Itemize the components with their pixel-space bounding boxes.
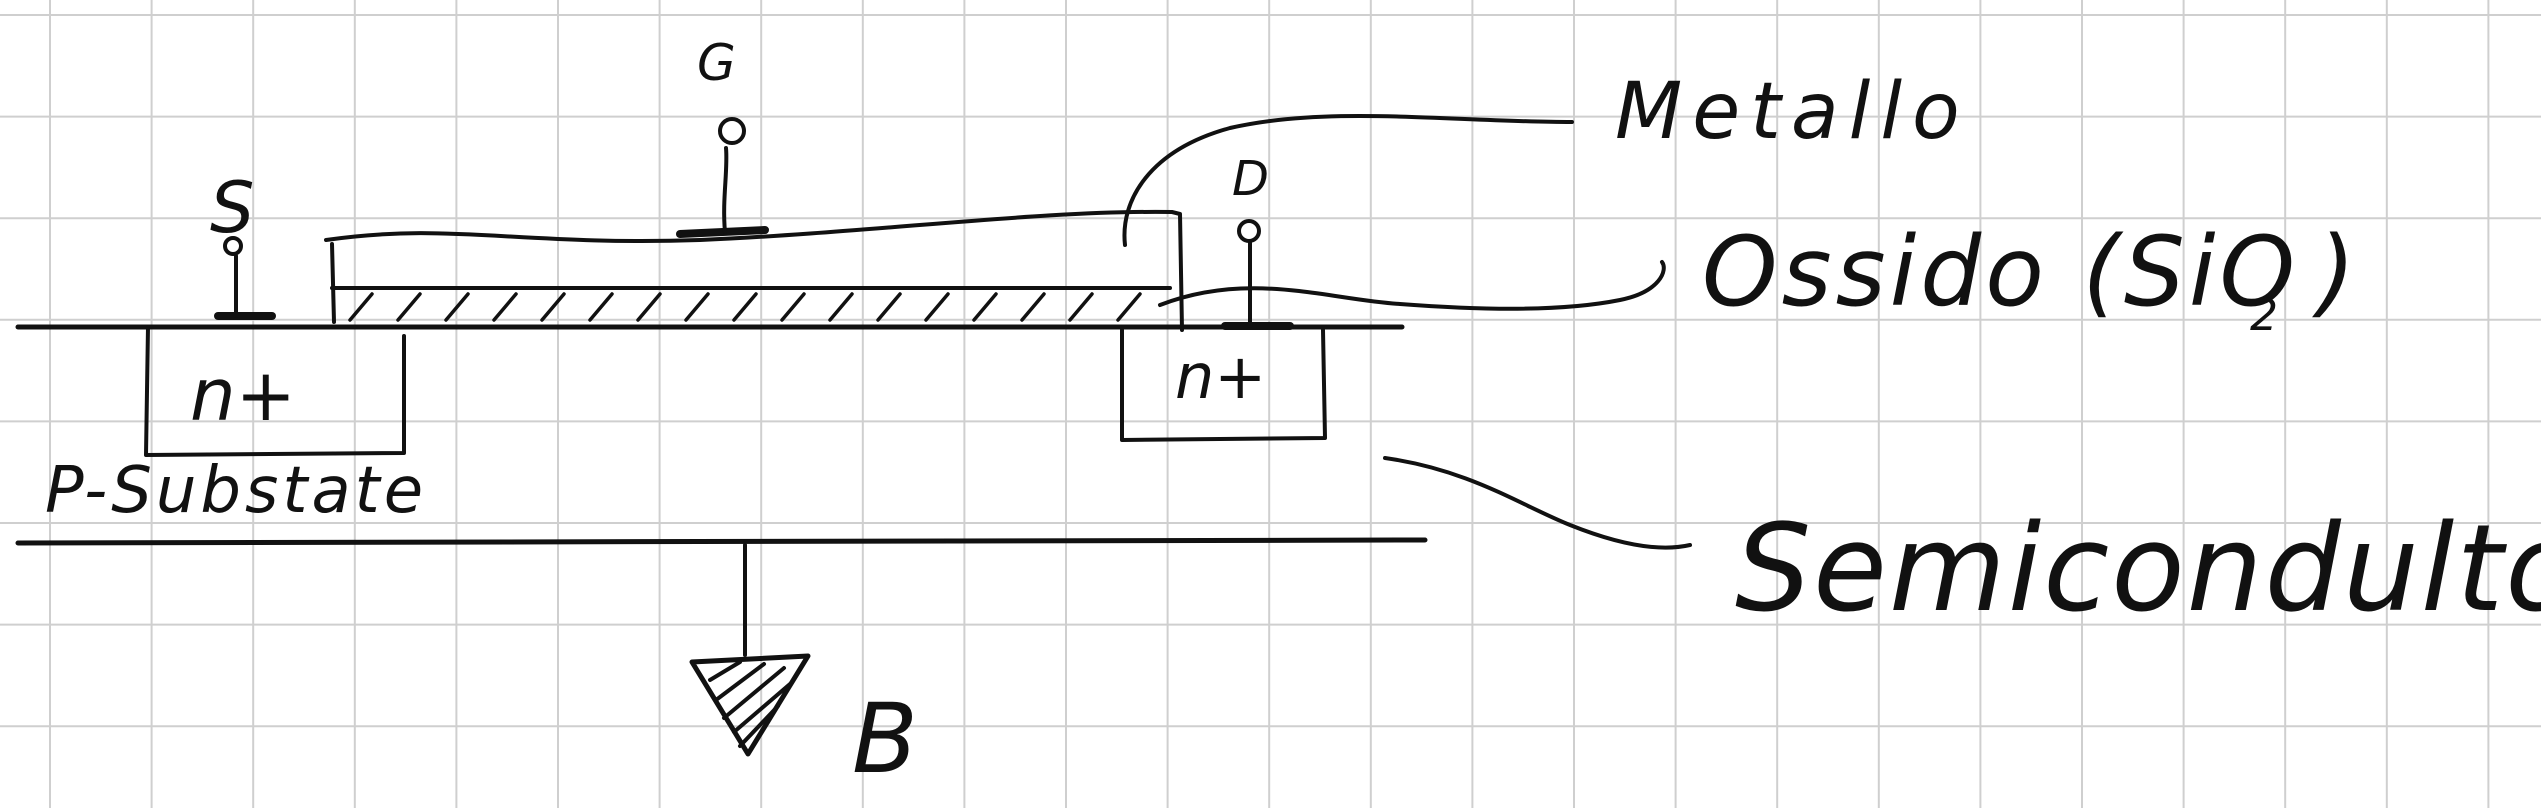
oxide-leader-line xyxy=(1158,260,1666,311)
oxide-hatch-stroke xyxy=(348,292,374,322)
oxide-annotation-text: Ossido (SiO xyxy=(1702,216,2299,328)
oxide-hatch-stroke xyxy=(492,292,518,322)
metal-leader-line xyxy=(1122,113,1574,247)
bulk-label: B xyxy=(852,683,918,795)
gate-label: G xyxy=(697,34,736,92)
source-terminal-circle xyxy=(223,236,243,256)
gate-stem xyxy=(722,146,729,234)
oxide-annotation: Ossido (SiO 2 ) xyxy=(1702,216,2355,341)
bulk-ground-hatch xyxy=(708,660,792,748)
gate-terminal-circle xyxy=(718,117,746,145)
oxide-hatch-stroke xyxy=(636,292,662,322)
source-n-plus-label: n+ xyxy=(190,353,296,437)
bulk-ground-symbol xyxy=(689,653,811,757)
metal-annotation: Metallo xyxy=(1615,67,1970,157)
source-n-plus-well xyxy=(144,325,406,457)
oxide-left-edge xyxy=(330,242,336,324)
oxide-hatch-stroke xyxy=(1116,292,1142,322)
drain-terminal-circle xyxy=(1237,219,1261,243)
oxide-hatch-stroke xyxy=(588,292,614,322)
oxide-hatch-stroke xyxy=(684,292,710,322)
substrate-label: P-Substate xyxy=(45,454,427,528)
oxide-hatch-stroke xyxy=(780,292,806,322)
metal-gate-plate xyxy=(324,209,1184,332)
oxide-hatch-stroke xyxy=(1020,292,1046,322)
oxide-hatch-stroke xyxy=(444,292,470,322)
oxide-hatch-stroke xyxy=(828,292,854,322)
oxide-subscript: 2 xyxy=(2250,290,2278,341)
gate-contact-bar xyxy=(676,226,769,238)
drain-label: D xyxy=(1232,151,1269,207)
semiconductor-leader-line xyxy=(1383,456,1692,550)
oxide-hatch-stroke xyxy=(1068,292,1094,322)
oxide-hatch-stroke xyxy=(396,292,422,322)
oxide-hatch-stroke xyxy=(876,292,902,322)
drain-n-plus-well xyxy=(1120,328,1327,442)
drain-n-plus-label: n+ xyxy=(1175,340,1266,413)
oxide-hatch-stroke xyxy=(540,292,566,322)
oxide-hatch-stroke xyxy=(732,292,758,322)
oxide-hatch-stroke xyxy=(972,292,998,322)
oxide-close-paren: ) xyxy=(2312,216,2355,328)
semiconductor-annotation: Semicondultore xyxy=(1735,500,2541,639)
oxide-hatching xyxy=(348,292,1142,322)
substrate-bottom-line xyxy=(15,537,1428,546)
source-label: S xyxy=(210,167,254,249)
oxide-hatch-stroke xyxy=(924,292,950,322)
